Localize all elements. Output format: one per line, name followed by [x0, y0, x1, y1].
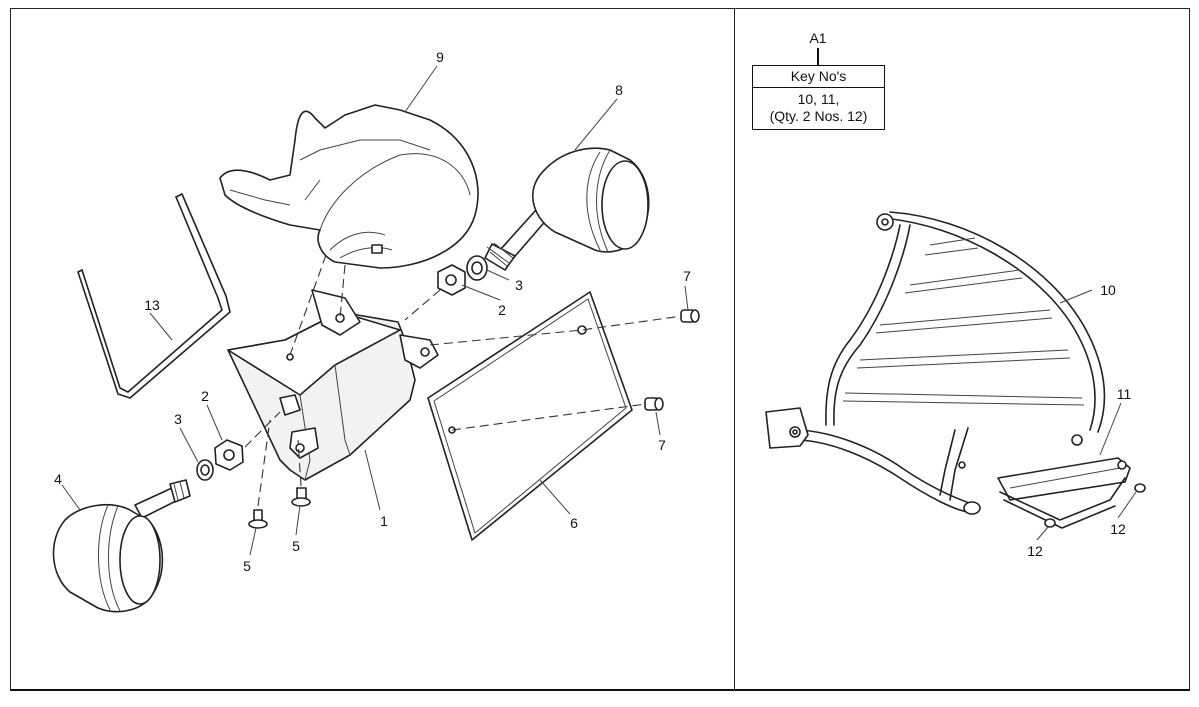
part-4-indicator-left: [52, 479, 191, 613]
part-12-bolt-b: [1134, 483, 1146, 493]
leader-lines-right: [1036, 289, 1137, 541]
callout-1: 1: [380, 513, 388, 529]
part-11-bracket: [997, 457, 1131, 529]
part-12-bolt-a: [1044, 518, 1056, 528]
part-2-nut-upper: [437, 264, 466, 296]
part-3-washer-lower: [196, 459, 214, 481]
key-numbers-line-1: 10, 11,: [797, 91, 840, 107]
part-13-strap: [77, 193, 231, 399]
callout-8: 8: [615, 82, 623, 98]
callout-12-b: 12: [1110, 521, 1126, 537]
callout-7-lower: 7: [658, 437, 666, 453]
leader-lines-left: [61, 65, 689, 556]
assembly-guide-lines: [244, 254, 683, 507]
assembly-ref: A1: [809, 30, 827, 46]
part-9-tail-cowl: [219, 104, 479, 269]
callout-3-upper: 3: [515, 277, 523, 293]
part-7-bolt-lower: [644, 397, 664, 411]
part-5-screw-a: [248, 509, 268, 529]
part-8-indicator-right: [484, 147, 650, 271]
callout-5-b: 5: [292, 538, 300, 554]
callout-6: 6: [570, 515, 578, 531]
part-10-grab-rail: [765, 211, 1106, 515]
callout-13: 13: [144, 297, 160, 313]
panel-divider: [734, 8, 735, 691]
part-2-nut-lower: [214, 439, 244, 471]
assembly-ref-connector: [817, 48, 819, 65]
key-numbers-table: Key No's 10, 11, (Qty. 2 Nos. 12): [752, 65, 885, 130]
callout-2-upper: 2: [498, 302, 506, 318]
callout-4: 4: [54, 471, 62, 487]
part-7-bolt-upper: [680, 309, 700, 323]
part-5-screw-b: [291, 487, 311, 507]
callout-5-a: 5: [243, 558, 251, 574]
part-1-plate-bracket: [227, 289, 439, 481]
callout-7-upper: 7: [683, 268, 691, 284]
callout-3-lower: 3: [174, 411, 182, 427]
callout-12-a: 12: [1027, 543, 1043, 559]
callout-11: 11: [1117, 386, 1132, 402]
key-numbers-line-2: (Qty. 2 Nos. 12): [769, 108, 868, 124]
callout-2-lower: 2: [201, 388, 209, 404]
key-numbers-body: 10, 11, (Qty. 2 Nos. 12): [753, 88, 884, 129]
callout-9: 9: [436, 49, 444, 65]
part-3-washer-upper: [466, 255, 488, 281]
callout-10: 10: [1100, 282, 1116, 298]
drawing-frame: [10, 8, 1190, 691]
key-numbers-header: Key No's: [753, 66, 884, 88]
part-6-number-plate: [427, 291, 633, 541]
